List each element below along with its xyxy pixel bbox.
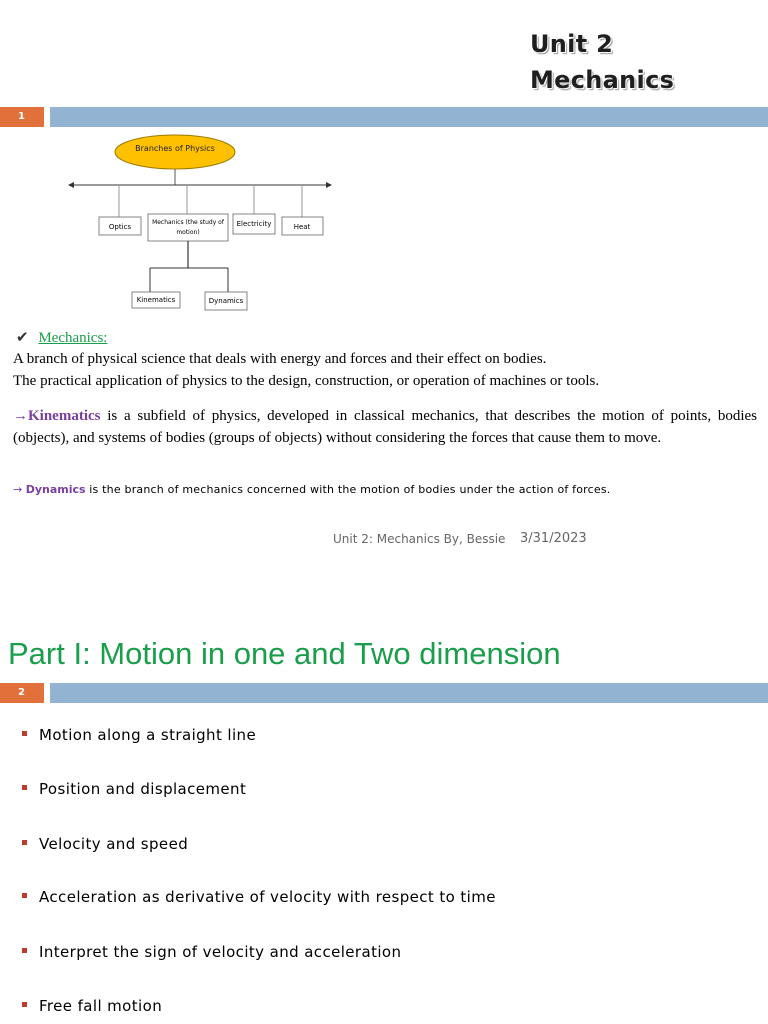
arrow-right-icon: → [13,408,28,424]
list-item-label: Position and displacement [39,780,247,798]
diagram-node-heat [281,216,324,236]
kinematics-text: is a subfield of physics, developed in c… [13,408,757,446]
slide-header-bar: 2 [0,683,768,703]
slide-band [50,683,768,703]
diagram-root-label: Branches of Physics [135,144,215,153]
kinematics-paragraph: →Kinematics is a subfield of physics, de… [13,405,757,449]
diagram-node-electricity [232,213,276,235]
slide-number: 2 [0,683,44,703]
unit-title: Unit 2 [530,30,614,58]
list-item: Velocity and speed [22,835,188,853]
list-item-label: Velocity and speed [39,835,189,853]
diagram-label-electricity: Electricity [237,220,272,228]
list-item-label: Interpret the sign of velocity and accel… [39,943,402,961]
mechanics-heading-label: Mechanics: [38,330,108,346]
arrow-right-icon: → [13,483,23,496]
branches-diagram: Branches of Physics Optics Mechanics (th… [68,134,332,311]
bullet-icon [22,893,27,898]
unit-subtitle: Mechanics [530,66,675,94]
bullet-icon [22,1002,27,1007]
footer-date: 3/31/2023 [520,531,587,546]
diagram-label-heat: Heat [294,223,311,231]
diagram-label-mechanics-1: Mechanics (the study of [152,219,225,226]
kinematics-term: Kinematics [28,408,101,424]
checkmark-icon: ✔ [16,330,29,346]
list-item-label: Motion along a straight line [39,726,257,744]
footer-author: Unit 2: Mechanics By, Bessie [333,532,506,546]
definition-line-2: The practical application of physics to … [13,373,600,389]
diagram-node-mechanics [147,213,229,242]
mechanics-heading: ✔ Mechanics: [16,328,107,347]
bullet-icon [22,785,27,790]
diagram-label-kinematics: Kinematics [137,296,176,304]
diagram-label-dynamics: Dynamics [209,297,244,305]
slide-band [50,107,768,127]
diagram-node-dynamics [204,291,248,311]
list-item: Acceleration as derivative of velocity w… [22,888,496,906]
dynamics-paragraph: → Dynamics is the branch of mechanics co… [13,481,757,499]
bullet-icon [22,948,27,953]
diagram-label-optics: Optics [109,223,131,231]
definition-line-1: A branch of physical science that deals … [13,351,547,367]
diagram-node-optics [98,216,142,236]
bullet-icon [22,840,27,845]
list-item: Free fall motion [22,997,162,1015]
list-item: Motion along a straight line [22,726,256,744]
bullet-icon [22,731,27,736]
diagram-label-mechanics-2: motion) [176,229,199,236]
list-item: Interpret the sign of velocity and accel… [22,943,401,961]
slide-title: Part I: Motion in one and Two dimension [8,636,561,671]
list-item-label: Acceleration as derivative of velocity w… [39,888,496,906]
slide-header-bar: 1 [0,107,768,127]
diagram-node-kinematics [131,291,181,309]
dynamics-text: is the branch of mechanics concerned wit… [85,483,611,496]
dynamics-term: Dynamics [25,483,86,496]
slide-number: 1 [0,107,44,127]
list-item-label: Free fall motion [39,997,163,1015]
list-item: Position and displacement [22,780,246,798]
